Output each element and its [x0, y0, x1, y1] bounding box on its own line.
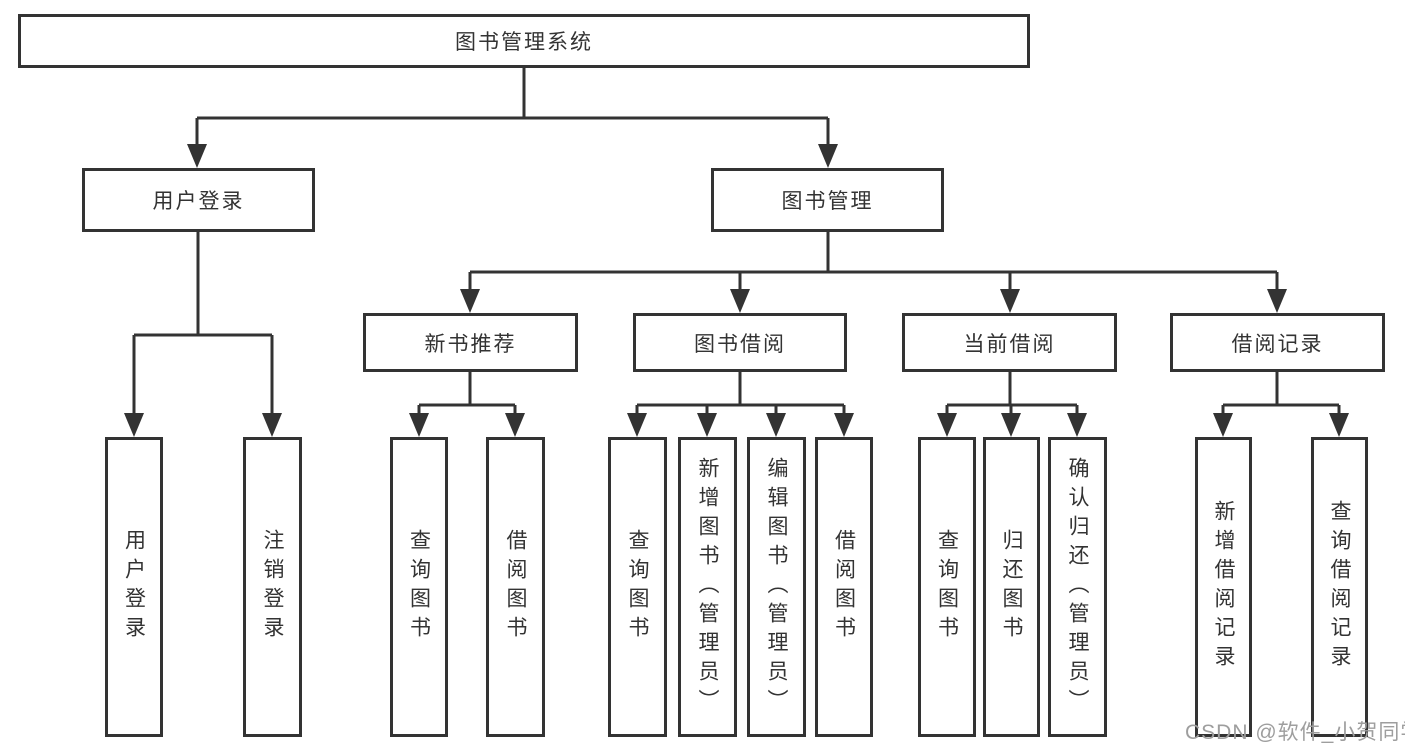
- node-book-management-label: 图书管理: [781, 190, 874, 213]
- leaf-borrowing-query-books-label: 查询图书: [626, 529, 649, 645]
- leaf-records-query-record: 查询借阅记录: [1311, 437, 1368, 737]
- leaf-current-confirm-return-admin-label: 确认归还（管理员）: [1066, 456, 1089, 718]
- leaf-borrowing-borrow-books: 借阅图书: [815, 437, 873, 737]
- node-new-book-recommend-label: 新书推荐: [424, 332, 517, 356]
- node-current-borrowing-label: 当前借阅: [963, 332, 1056, 356]
- leaf-newbooks-query-books: 查询图书: [390, 437, 448, 737]
- node-user-login: 用户登录: [82, 168, 315, 232]
- node-root-label: 图书管理系统: [455, 31, 593, 54]
- leaf-current-return-books: 归还图书: [983, 437, 1040, 737]
- leaf-logout: 注销登录: [243, 437, 302, 737]
- leaf-current-query-books-label: 查询图书: [935, 529, 959, 645]
- leaf-newbooks-query-books-label: 查询图书: [407, 529, 431, 645]
- leaf-current-return-books-label: 归还图书: [1000, 529, 1023, 645]
- node-borrow-records: 借阅记录: [1170, 313, 1385, 372]
- leaf-logout-label: 注销登录: [261, 529, 284, 645]
- leaf-borrowing-borrow-books-label: 借阅图书: [832, 529, 856, 645]
- leaf-records-add-record-label: 新增借阅记录: [1212, 500, 1235, 674]
- node-root-system: 图书管理系统: [18, 14, 1030, 68]
- node-user-login-label: 用户登录: [152, 190, 245, 213]
- leaf-user-login: 用户登录: [105, 437, 163, 737]
- leaf-user-login-label: 用户登录: [122, 529, 146, 645]
- leaf-current-confirm-return-admin: 确认归还（管理员）: [1048, 437, 1107, 737]
- leaf-records-query-record-label: 查询借阅记录: [1328, 500, 1351, 674]
- leaf-newbooks-borrow-books: 借阅图书: [486, 437, 545, 737]
- leaf-borrowing-query-books: 查询图书: [608, 437, 667, 737]
- node-book-borrowing-label: 图书借阅: [694, 332, 786, 356]
- arrowheads: [124, 144, 1349, 437]
- leaf-borrowing-edit-books-admin-label: 编辑图书（管理员）: [765, 456, 788, 718]
- csdn-watermark: CSDN @软件_小贺同学: [1185, 721, 1405, 744]
- node-current-borrowing: 当前借阅: [902, 313, 1117, 372]
- node-book-borrowing: 图书借阅: [633, 313, 847, 372]
- leaf-borrowing-add-books-admin: 新增图书（管理员）: [678, 437, 737, 737]
- node-new-book-recommend: 新书推荐: [363, 313, 578, 372]
- leaf-newbooks-borrow-books-label: 借阅图书: [504, 529, 527, 645]
- leaf-current-query-books: 查询图书: [918, 437, 976, 737]
- node-book-management: 图书管理: [711, 168, 944, 232]
- leaf-records-add-record: 新增借阅记录: [1195, 437, 1252, 737]
- leaf-borrowing-edit-books-admin: 编辑图书（管理员）: [747, 437, 806, 737]
- leaf-borrowing-add-books-admin-label: 新增图书（管理员）: [696, 456, 719, 718]
- node-borrow-records-label: 借阅记录: [1231, 332, 1324, 356]
